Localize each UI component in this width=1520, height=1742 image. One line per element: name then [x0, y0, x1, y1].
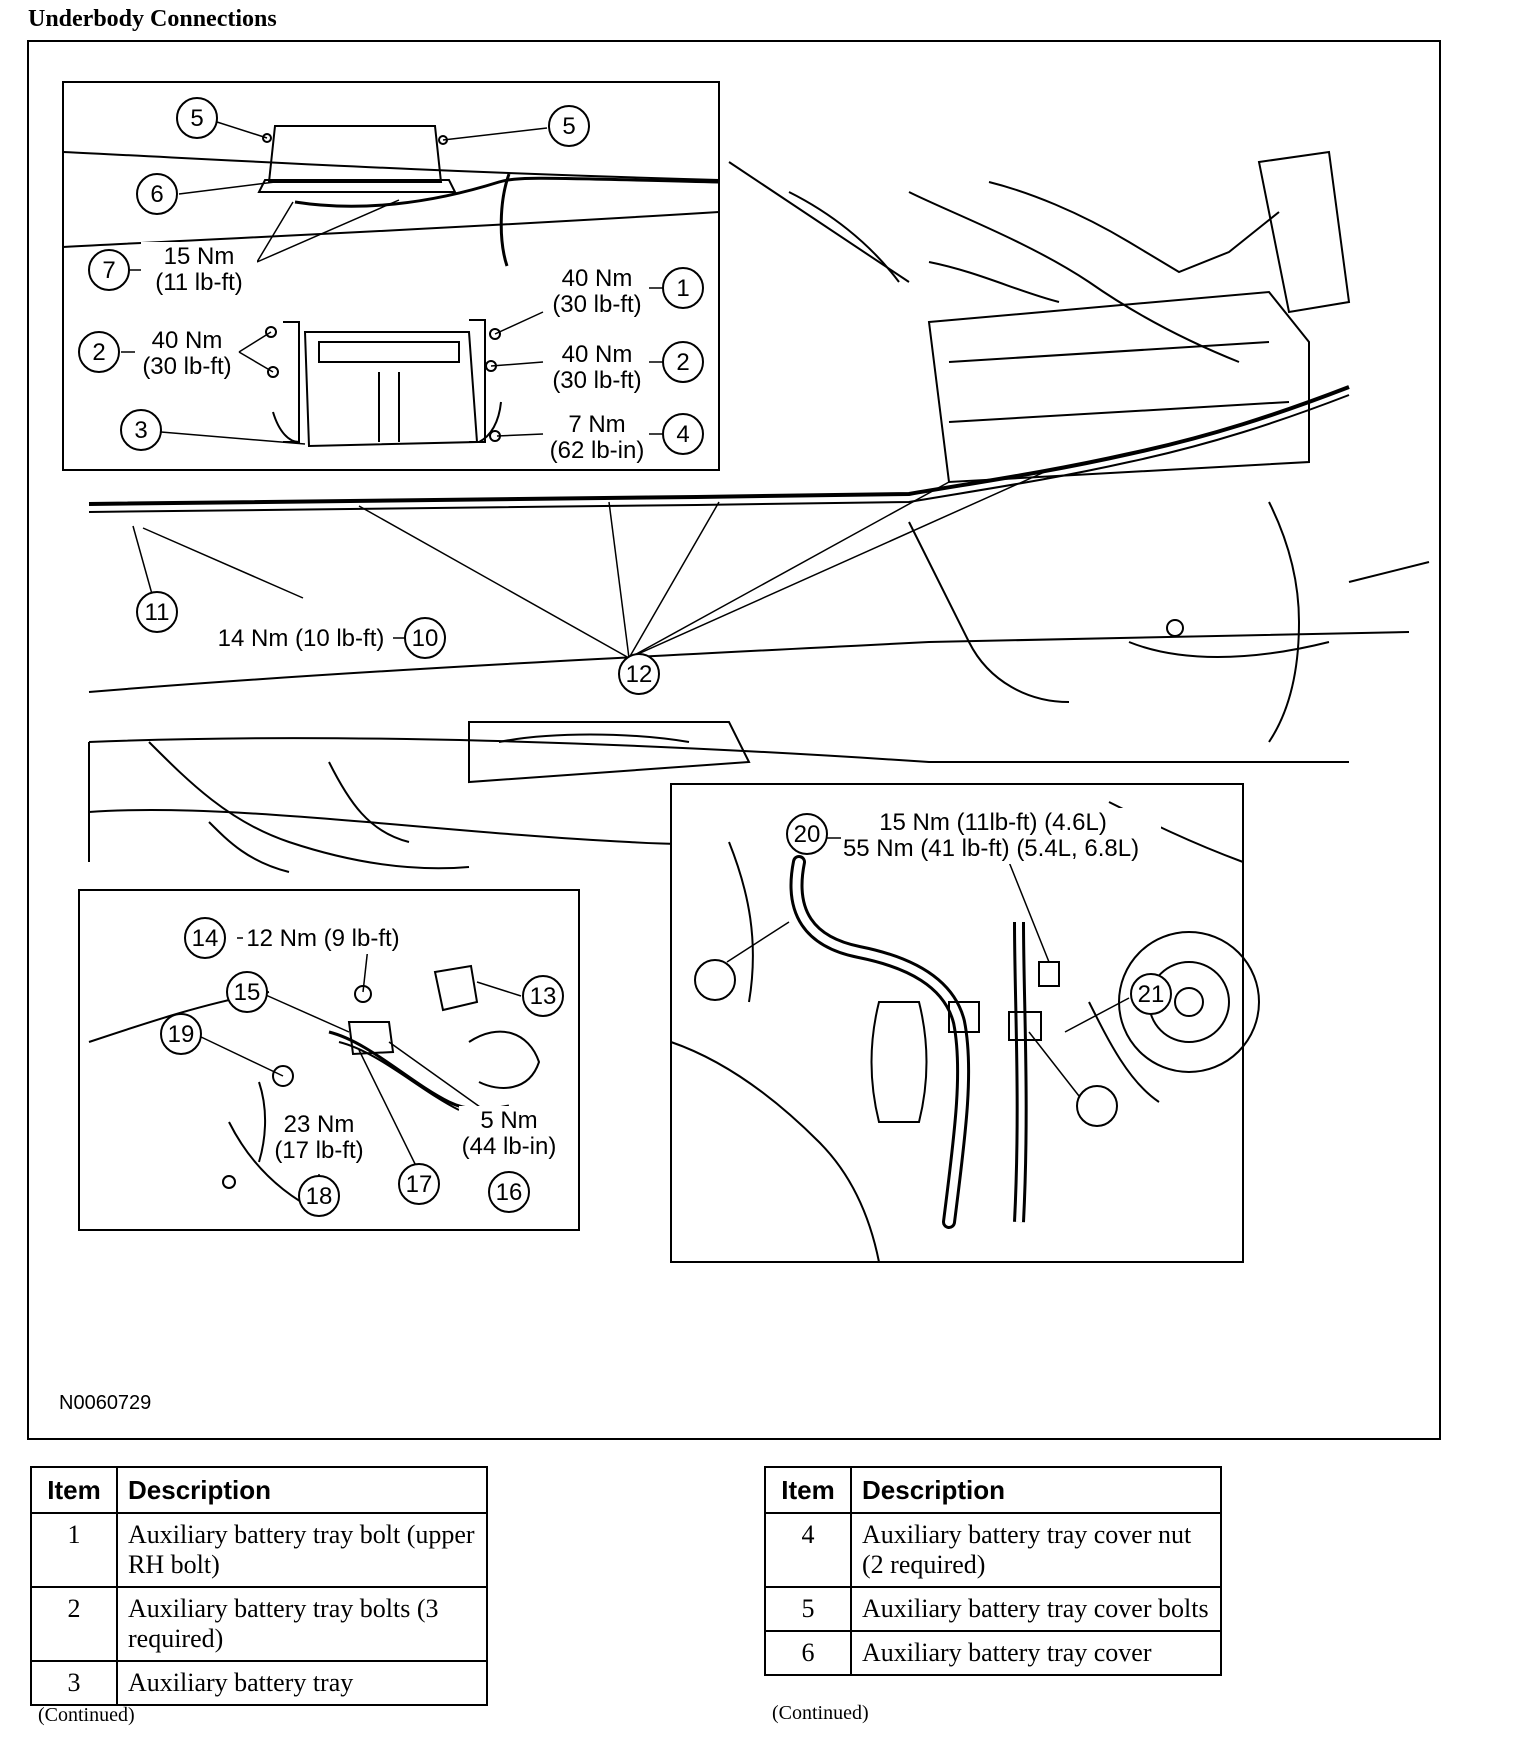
callout-7: 7: [88, 249, 130, 291]
legend-table-left: Item Description 1 Auxiliary battery tra…: [30, 1466, 488, 1706]
svg-text:5: 5: [562, 113, 575, 140]
chassis-drawing: [88, 150, 1430, 873]
legend-item-description: Auxiliary battery tray cover nut (2 requ…: [850, 1512, 1222, 1588]
svg-text:3: 3: [134, 417, 147, 444]
torque-2l-nm: 40 Nm: [152, 327, 223, 354]
lower-right-drawing: [670, 801, 1260, 1263]
svg-text:10: 10: [412, 625, 439, 652]
torque-16-nm: 23 Nm: [284, 1111, 355, 1138]
callout-18: 20: [786, 813, 828, 855]
callout-2b: 2: [662, 341, 704, 383]
callout-16: 18: [298, 1175, 340, 1217]
svg-text:12: 12: [626, 661, 653, 688]
callout-9: 11: [136, 591, 178, 633]
torque-18-46l: 15 Nm (11lb-ft) (4.6L): [879, 809, 1107, 836]
legend-header-row: Item Description: [30, 1466, 488, 1514]
legend-item-description: Auxiliary battery tray: [116, 1660, 488, 1706]
legend-header-description: Description: [116, 1466, 488, 1514]
torque-2l-lbft: (30 lb-ft): [142, 353, 231, 380]
legend-item-number: 3: [30, 1660, 118, 1706]
legend-item-number: 2: [30, 1586, 118, 1662]
svg-text:15: 15: [234, 979, 261, 1006]
torque-16-lbft: (17 lb-ft): [274, 1137, 363, 1164]
legend-item-description: Auxiliary battery tray bolts (3 required…: [116, 1586, 488, 1662]
legend-item-number: 1: [30, 1512, 118, 1588]
legend-item-description: Auxiliary battery tray cover bolts: [850, 1586, 1222, 1632]
svg-text:13: 13: [530, 983, 557, 1010]
callout-8: 10: [404, 617, 446, 659]
svg-text:2: 2: [676, 349, 689, 376]
legend-item-description: Auxiliary battery tray cover: [850, 1630, 1222, 1676]
legend-table-right: Item Description 4 Auxiliary battery tra…: [764, 1466, 1222, 1676]
diagram-figure: 5 5 6 7 1 2 2 3 4 11 10 12 14 13 15 19 1…: [27, 40, 1441, 1440]
svg-text:4: 4: [676, 421, 689, 448]
svg-text:5: 5: [190, 105, 203, 132]
continued-note-left: (Continued): [38, 1704, 135, 1726]
callout-15: 17: [398, 1163, 440, 1205]
torque-12: 12 Nm (9 lb-ft): [246, 925, 399, 952]
torque-7-nm: 15 Nm: [164, 243, 235, 270]
callout-5b: 5: [548, 105, 590, 147]
legend-item-number: 4: [764, 1512, 852, 1588]
callout-5a: 5: [176, 97, 218, 139]
figure-code: N0060729: [59, 1392, 152, 1414]
continued-note-right: (Continued): [772, 1702, 869, 1724]
table-row: 1 Auxiliary battery tray bolt (upper RH …: [30, 1512, 488, 1588]
callout-6: 6: [136, 173, 178, 215]
callout-13: 15: [226, 971, 268, 1013]
callout-19: 21: [1130, 973, 1172, 1015]
legend-header-item: Item: [30, 1466, 118, 1514]
table-row: 5 Auxiliary battery tray cover bolts: [764, 1586, 1222, 1632]
legend-item-number: 5: [764, 1586, 852, 1632]
svg-text:1: 1: [676, 275, 689, 302]
battery-tray-drawing: [62, 125, 720, 448]
callouts: 5 5 6 7 1 2 2 3 4 11 10 12 14 13 15 19 1…: [78, 97, 1172, 1217]
callout-1: 1: [662, 267, 704, 309]
svg-text:16: 16: [496, 1179, 523, 1206]
torque-7-lbft: (11 lb-ft): [155, 269, 243, 296]
torque-1-lbft: (30 lb-ft): [552, 291, 641, 318]
legend-header-row: Item Description: [764, 1466, 1222, 1514]
callout-2a: 2: [78, 331, 120, 373]
callout-21: [694, 959, 736, 1001]
legend-item-number: 6: [764, 1630, 852, 1676]
torque-2r-lbft: (30 lb-ft): [552, 367, 641, 394]
legend-item-description: Auxiliary battery tray bolt (upper RH bo…: [116, 1512, 488, 1588]
torque-4-lbin: (62 lb-in): [550, 437, 645, 464]
svg-text:17: 17: [406, 1171, 433, 1198]
torque-2r-nm: 40 Nm: [562, 341, 633, 368]
torque-14-nm: 5 Nm: [480, 1107, 537, 1134]
table-row: 3 Auxiliary battery tray: [30, 1660, 488, 1706]
callout-20: [1076, 1085, 1118, 1127]
table-row: 4 Auxiliary battery tray cover nut (2 re…: [764, 1512, 1222, 1588]
svg-text:7: 7: [102, 257, 115, 284]
table-row: 6 Auxiliary battery tray cover: [764, 1630, 1222, 1676]
svg-text:11: 11: [145, 599, 170, 626]
svg-text:18: 18: [306, 1183, 333, 1210]
torque-labels: 15 Nm (11 lb-ft) 40 Nm (30 lb-ft) 40 Nm …: [137, 242, 1161, 1164]
svg-text:21: 21: [1138, 981, 1165, 1008]
diagram-svg: 5 5 6 7 1 2 2 3 4 11 10 12 14 13 15 19 1…: [62, 81, 1430, 1263]
callout-10: 12: [618, 653, 660, 695]
torque-18-54l: 55 Nm (41 lb-ft) (5.4L, 6.8L): [843, 835, 1139, 862]
legend-header-description: Description: [850, 1466, 1222, 1514]
callout-4: 4: [662, 413, 704, 455]
torque-14-lbin: (44 lb-in): [462, 1133, 557, 1160]
svg-text:20: 20: [794, 821, 821, 848]
torque-4-nm: 7 Nm: [568, 411, 625, 438]
callout-11: 13: [522, 975, 564, 1017]
svg-text:14: 14: [192, 925, 219, 952]
page-title: Underbody Connections: [28, 6, 277, 32]
svg-text:2: 2: [92, 339, 105, 366]
callout-12: 14: [184, 917, 226, 959]
svg-text:6: 6: [150, 181, 163, 208]
legend-header-item: Item: [764, 1466, 852, 1514]
svg-text:19: 19: [168, 1021, 195, 1048]
torque-1-nm: 40 Nm: [562, 265, 633, 292]
table-row: 2 Auxiliary battery tray bolts (3 requir…: [30, 1586, 488, 1662]
callout-17: 19: [160, 1013, 202, 1055]
torque-8: 14 Nm (10 lb-ft): [218, 625, 385, 652]
callout-3: 3: [120, 409, 162, 451]
callout-14: 16: [488, 1171, 530, 1213]
